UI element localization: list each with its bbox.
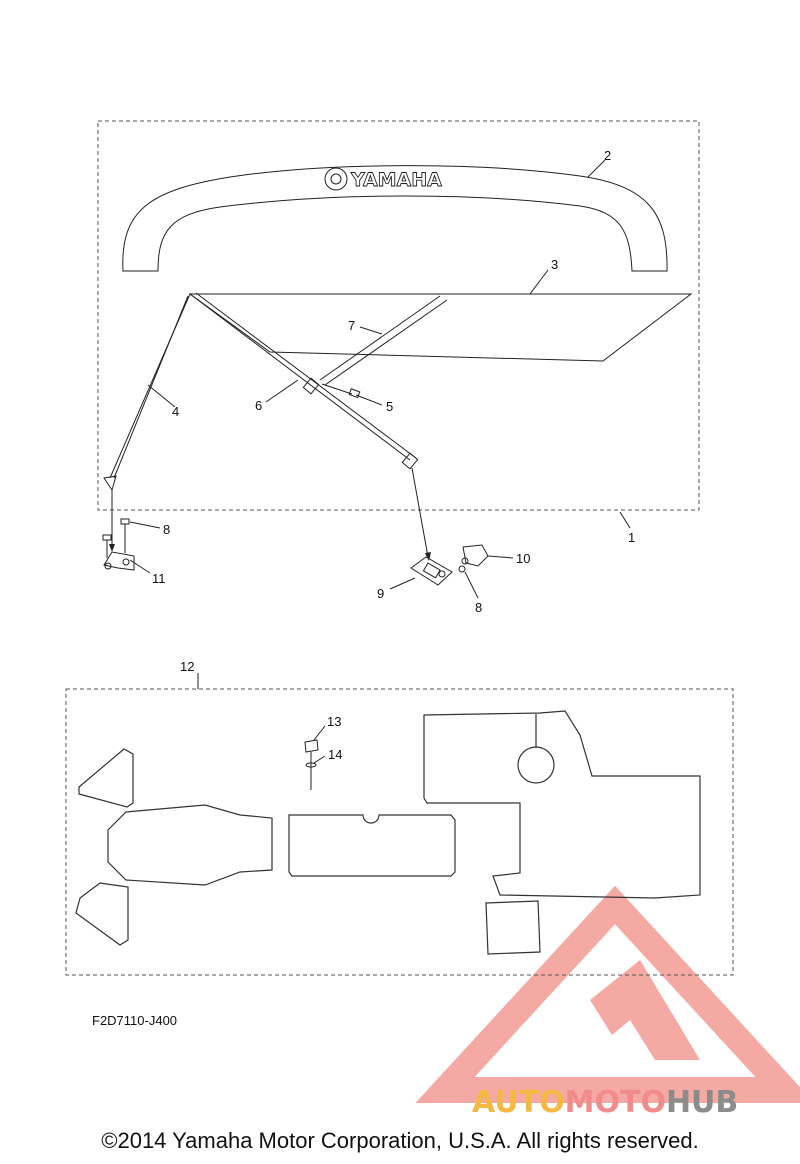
callout-2: 2 [604,148,611,163]
callout-5: 5 [386,399,393,414]
watermark-text-moto: MOTO [565,1085,666,1120]
mat-clip [304,725,326,790]
callout-7: 7 [348,318,355,333]
callout-4: 4 [172,404,179,419]
left-mount-hardware [102,518,135,571]
callout-3: 3 [551,257,558,272]
callout-13: 13 [327,714,341,729]
canopy-top: YAMAHA [122,165,668,272]
diagram-code: F2D7110-J400 [92,1013,178,1028]
right-mount-hardware [410,544,489,586]
watermark-text-hub: HUB [666,1085,738,1120]
svg-text:AUTOMOTOHUB: AUTOMOTOHUB [472,1085,738,1120]
callout-8-right: 8 [475,600,482,615]
callout-9: 9 [377,586,384,601]
callout-10: 10 [516,551,530,566]
bolt-5 [321,383,361,399]
callout-14: 14 [328,747,342,762]
bimini-kit-box [97,120,700,511]
callout-1: 1 [628,530,635,545]
callout-11: 11 [152,571,166,586]
watermark-logo-icon [415,885,800,1103]
canvas-top [188,293,693,362]
callout-6: 6 [255,398,262,413]
brand-logo-text: YAMAHA [350,169,442,191]
main-pole [189,292,419,470]
mat-set [75,710,701,955]
watermark-text-auto: AUTO [472,1085,565,1120]
callout-12: 12 [180,659,194,674]
copyright-notice: ©2014 Yamaha Motor Corporation, U.S.A. A… [101,1128,699,1153]
rear-pole [319,295,448,386]
callout-8-left: 8 [163,522,170,537]
strap [103,293,191,492]
